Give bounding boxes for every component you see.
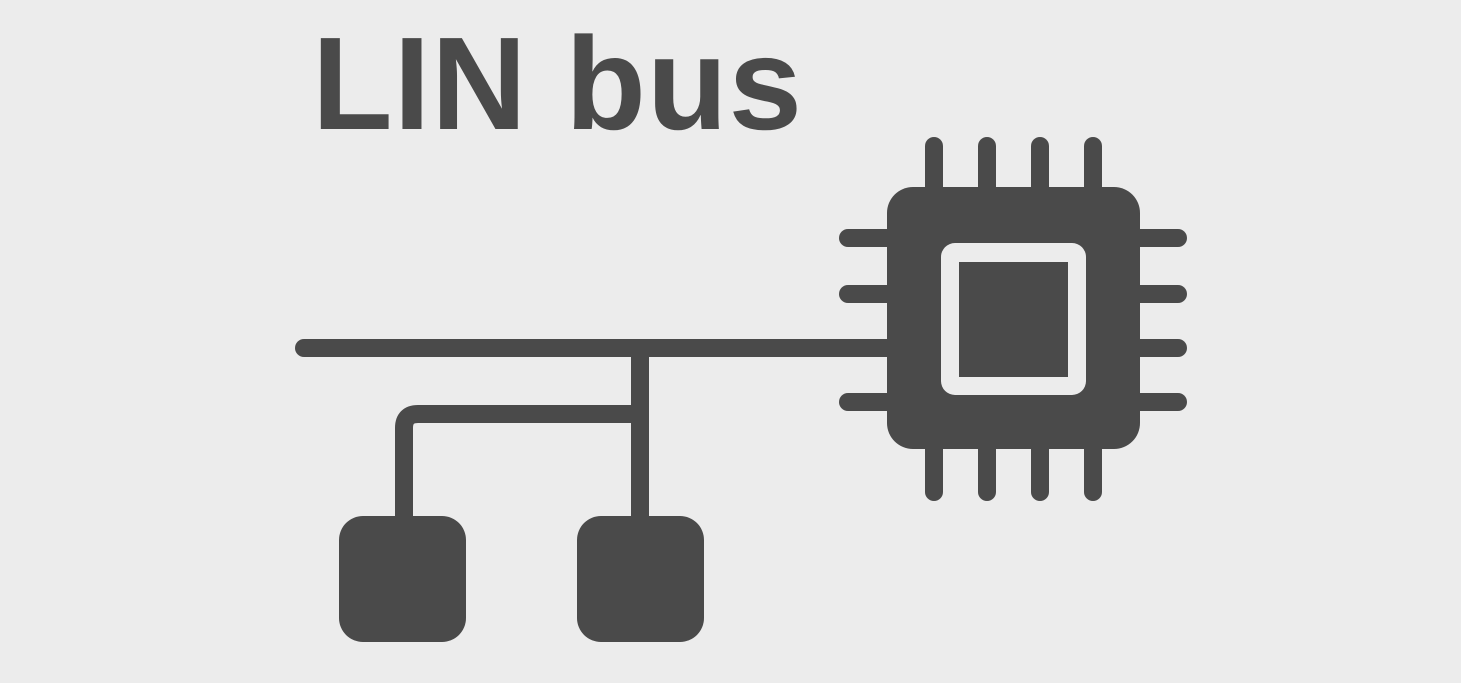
master-chip-icon <box>887 187 1140 449</box>
slave-node-1 <box>339 516 466 642</box>
node-1-branch-line <box>395 405 640 522</box>
diagram-title: LIN bus <box>312 10 803 157</box>
chip-core <box>959 262 1068 377</box>
slave-node-2 <box>577 516 704 642</box>
